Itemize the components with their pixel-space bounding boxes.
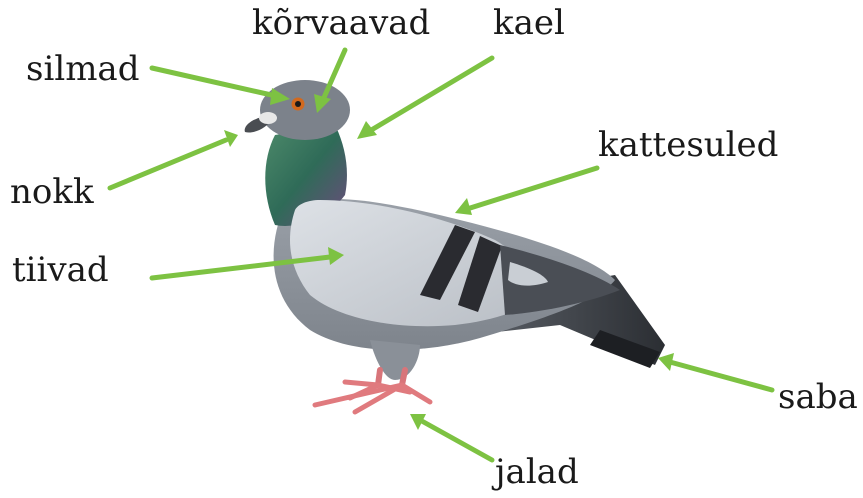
label-kattesuled: kattesuled xyxy=(598,128,778,162)
arrow-nokk xyxy=(110,140,226,188)
label-tiivad: tiivad xyxy=(12,253,109,287)
arrow-saba xyxy=(670,362,772,390)
label-silmad: silmad xyxy=(26,52,139,86)
label-kael: kael xyxy=(493,6,565,40)
label-saba: saba xyxy=(778,380,858,414)
arrow-jalad xyxy=(420,420,492,460)
arrow-kael xyxy=(368,58,492,132)
label-korvaavad: kõrvaavad xyxy=(252,6,430,40)
arrow-silmad xyxy=(152,68,276,96)
label-nokk: nokk xyxy=(10,175,94,209)
label-jalad: jalad xyxy=(495,455,579,489)
feet xyxy=(315,382,430,412)
arrow-kattesuled xyxy=(467,168,597,209)
